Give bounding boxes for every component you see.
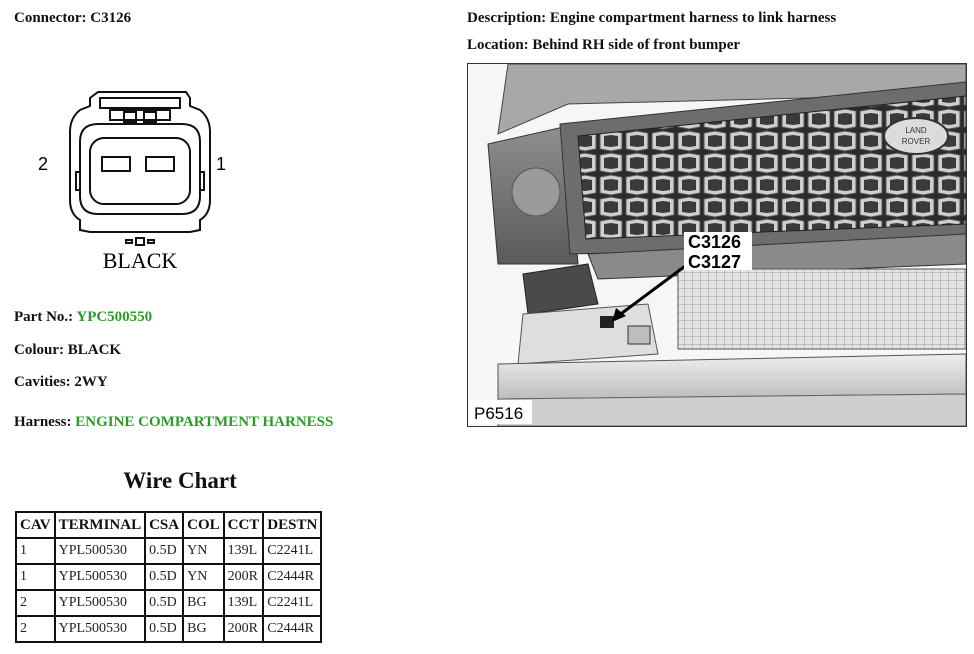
cavities-value: 2WY (74, 374, 108, 390)
figure-id: P6516 (474, 404, 523, 423)
location-illustration: LAND ROVER C3126 C3127 P6516 (467, 63, 967, 427)
cell-col: YN (182, 563, 225, 591)
part-no-line: Part No.: YPC500550 (14, 309, 152, 326)
cell-csa: 0.5D (144, 589, 185, 617)
header-cct: CCT (222, 511, 265, 539)
cell-cct: 200R (222, 563, 265, 591)
cell-cav: 1 (15, 537, 56, 565)
connector-colour-caption: BLACK (103, 248, 178, 273)
colour-line: Colour: BLACK (14, 342, 121, 359)
cavities-label: Cavities: (14, 374, 71, 390)
pin-1-label: 1 (216, 154, 226, 174)
connector-face-diagram: 2 1 BLACK (38, 91, 226, 273)
wire-chart-title: Wire Chart (123, 468, 237, 493)
part-no-value[interactable]: YPC500550 (76, 309, 153, 325)
header-col: COL (182, 511, 225, 539)
cell-terminal: YPL500530 (53, 563, 147, 591)
harness-line: Harness: ENGINE COMPARTMENT HARNESS (14, 414, 333, 431)
description-value: Engine compartment harness to link harne… (549, 10, 837, 26)
description-line: Description: Engine compartment harness … (467, 10, 836, 27)
table-row: 2 YPL500530 0.5D BG 139L C2241L (15, 589, 323, 617)
part-no-label: Part No.: (14, 309, 74, 325)
colour-label: Colour: (14, 342, 64, 358)
header-terminal: TERMINAL (53, 511, 147, 539)
callout-c3126: C3126 (688, 232, 741, 252)
cell-destn: C2241L (262, 537, 323, 565)
callout-c3127: C3127 (688, 252, 741, 272)
header-csa: CSA (144, 511, 185, 539)
pin-2-label: 2 (38, 154, 48, 174)
connector-heading: Connector: C3126 (14, 10, 131, 27)
cell-cct: 200R (222, 615, 265, 643)
cell-destn: C2241L (262, 589, 323, 617)
badge-text-1: LAND (905, 126, 927, 135)
cell-cct: 139L (222, 589, 265, 617)
cell-terminal: YPL500530 (53, 615, 147, 643)
header-destn: DESTN (262, 511, 323, 539)
description-label: Description: (467, 10, 547, 26)
connector-label: Connector: (14, 10, 87, 26)
cavities-line: Cavities: 2WY (14, 374, 108, 391)
cell-terminal: YPL500530 (53, 537, 147, 565)
connector-value: C3126 (90, 10, 132, 26)
cell-destn: C2444R (262, 563, 323, 591)
cell-cav: 2 (15, 589, 56, 617)
wire-chart-header-row: CAV TERMINAL CSA COL CCT DESTN (15, 511, 323, 539)
location-value: Behind RH side of front bumper (532, 37, 741, 53)
badge-text-2: ROVER (902, 137, 931, 146)
cell-cav: 2 (15, 615, 56, 643)
table-row: 1 YPL500530 0.5D YN 200R C2444R (15, 563, 323, 591)
cell-col: BG (182, 615, 225, 643)
cell-destn: C2444R (262, 615, 323, 643)
location-label: Location: (467, 37, 529, 53)
location-line: Location: Behind RH side of front bumper (467, 37, 740, 54)
cell-cav: 1 (15, 563, 56, 591)
cell-col: YN (182, 537, 225, 565)
harness-label: Harness: (14, 414, 72, 430)
colour-value: BLACK (67, 342, 122, 358)
cell-csa: 0.5D (144, 537, 185, 565)
wire-chart-table: CAV TERMINAL CSA COL CCT DESTN 1 YPL5005… (15, 511, 323, 643)
cell-csa: 0.5D (144, 615, 185, 643)
table-row: 1 YPL500530 0.5D YN 139L C2241L (15, 537, 323, 565)
cell-csa: 0.5D (144, 563, 185, 591)
harness-value[interactable]: ENGINE COMPARTMENT HARNESS (75, 414, 334, 430)
table-row: 2 YPL500530 0.5D BG 200R C2444R (15, 615, 323, 643)
cell-cct: 139L (222, 537, 265, 565)
cell-col: BG (182, 589, 225, 617)
front-bumper-illustration: LAND ROVER C3126 C3127 P6516 (468, 64, 966, 426)
header-cav: CAV (15, 511, 56, 539)
cell-terminal: YPL500530 (53, 589, 147, 617)
